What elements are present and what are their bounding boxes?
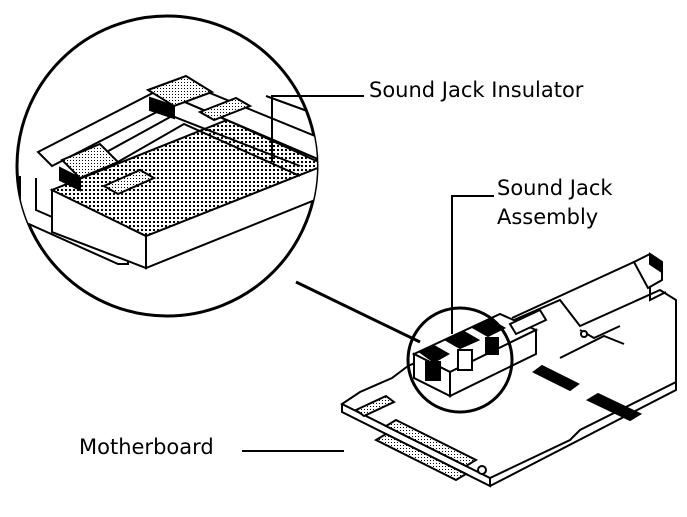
motherboard-label: Motherboard bbox=[79, 435, 214, 459]
leader-line-assembly bbox=[451, 195, 494, 334]
magnified-inset bbox=[15, 14, 319, 318]
callout-connector-line bbox=[295, 280, 421, 344]
sound-jack-insulator-label: Sound Jack Insulator bbox=[369, 78, 584, 102]
sound-jack-assembly-label-line2: Assembly bbox=[497, 205, 599, 229]
assembly-highlight-circle bbox=[406, 306, 514, 414]
leader-line-insulator bbox=[271, 95, 364, 162]
motherboard-drawing bbox=[340, 252, 677, 488]
sound-jack-assembly-label-line1: Sound Jack bbox=[497, 176, 613, 200]
